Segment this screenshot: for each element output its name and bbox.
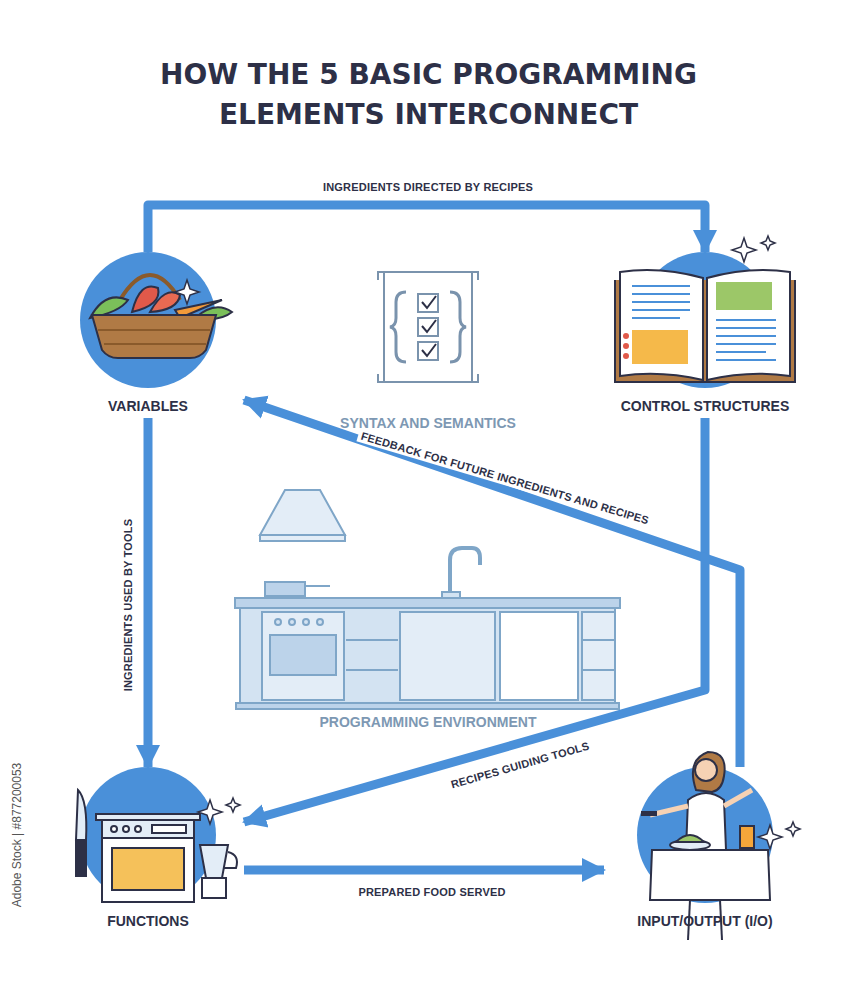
book-icon	[615, 270, 795, 382]
region-label: SYNTAX AND SEMANTICS	[340, 415, 516, 431]
flow-arrow	[144, 418, 153, 767]
region-label: PROGRAMMING ENVIRONMENT	[320, 714, 537, 730]
node-label: CONTROL STRUCTURES	[589, 398, 821, 414]
node-label: INPUT/OUTPUT (I/O)	[604, 913, 806, 929]
element-node: FUNCTIONS	[52, 767, 244, 933]
node-label: VARIABLES	[52, 398, 244, 414]
flow-arrow	[244, 866, 604, 875]
edge-label: FEEDBACK FOR FUTURE INGREDIENTS AND RECI…	[356, 428, 653, 528]
serving-icon	[642, 752, 770, 940]
node-label: FUNCTIONS	[52, 913, 244, 929]
sparkles	[175, 236, 800, 849]
diagram-title: HOW THE 5 BASIC PROGRAMMING ELEMENTS INT…	[90, 55, 767, 135]
edge-label: INGREDIENTS DIRECTED BY RECIPES	[320, 180, 536, 194]
edge-label: PREPARED FOOD SERVED	[355, 885, 508, 899]
element-node: CONTROL STRUCTURES	[589, 252, 821, 418]
element-circles	[80, 252, 773, 903]
watermark: Adobe Stock | #877200053	[10, 763, 24, 908]
kitchen-illustration	[235, 490, 620, 709]
flow-arrow	[244, 400, 740, 767]
flow-arrow	[148, 205, 705, 252]
syntax-icon	[378, 272, 478, 382]
element-node: INPUT/OUTPUT (I/O)	[604, 767, 806, 933]
element-node: VARIABLES	[52, 252, 244, 418]
oven-icon	[76, 790, 237, 902]
basket-icon	[90, 275, 232, 358]
edge-label: INGREDIENTS USED BY TOOLS	[121, 516, 135, 695]
